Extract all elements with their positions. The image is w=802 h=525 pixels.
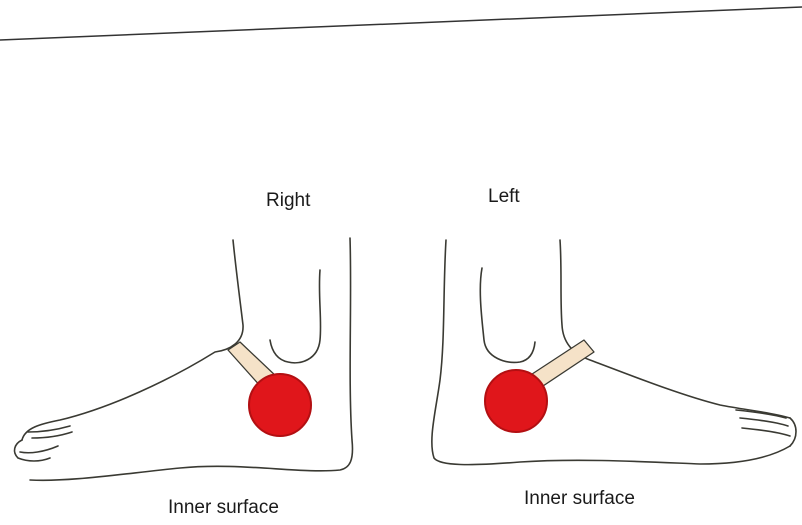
left-ankle-bone — [480, 268, 535, 362]
right-foot — [15, 238, 353, 480]
right-ankle-marker — [249, 374, 311, 436]
left-inner-surface-label: Inner surface — [524, 488, 635, 510]
top-rule — [0, 7, 802, 40]
left-foot-front-outline — [560, 240, 790, 418]
right-foot-front-outline — [22, 240, 243, 440]
left-foot-label: Left — [488, 186, 520, 208]
right-ankle-bone — [270, 270, 321, 363]
right-foot-back-outline — [30, 238, 353, 480]
left-foot — [432, 240, 796, 465]
left-foot-toes — [736, 410, 796, 446]
left-ankle-marker — [485, 370, 547, 432]
right-foot-label: Right — [266, 190, 310, 212]
right-inner-surface-label: Inner surface — [168, 497, 279, 519]
left-foot-back-outline — [432, 240, 790, 465]
right-foot-toes — [15, 426, 72, 461]
